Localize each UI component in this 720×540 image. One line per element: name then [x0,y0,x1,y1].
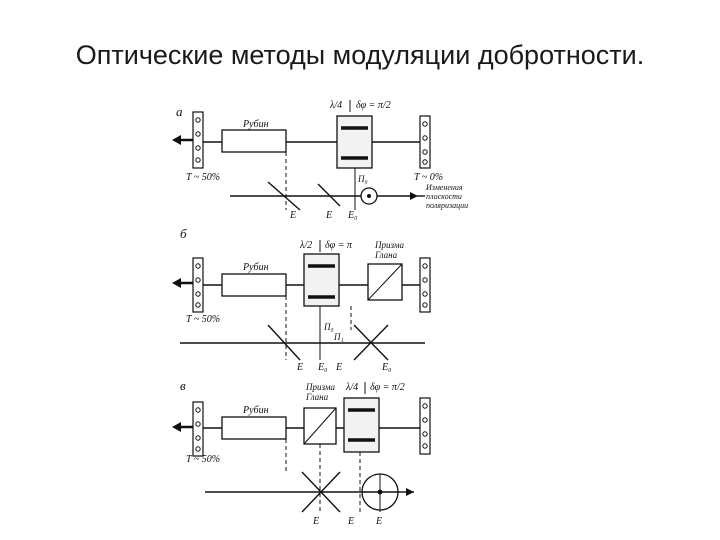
panel-b-e-label-3: E [335,362,342,373]
panel-a-rod-label: Рубин [242,119,269,130]
panel-b-ruby-rod [221,273,287,297]
panel-c-cell-label: λ/4 [345,382,358,393]
panel-c-phase-label: δφ = π/2 [370,382,405,393]
panel-b: б Рубин λ/2 δφ = π Призма Глана [172,226,431,373]
slide-title: Оптические методы модуляции добротности. [75,40,645,70]
panel-a-polarizer-label: П₀ [357,174,368,184]
panel-c-e-vector-2 [301,471,341,513]
panel-c-output-arrow [172,422,193,432]
panel-a-e-vector-1 [267,181,301,211]
panel-c-ruby-rod [221,416,287,440]
panel-b-cell-label: λ/2 [299,240,312,251]
panel-a-e-label-2: E [325,210,332,221]
panel-b-rod-label: Рубин [242,262,269,273]
panel-b-glan-prism [367,263,403,301]
panel-a-phase-label: δφ = π/2 [356,100,391,111]
panel-a-e-label-1: E [289,210,296,221]
panel-a-t-left: T ~ 50% [186,172,220,183]
panel-c-e-label-1: E [312,516,319,527]
panel-b-right-mirror [419,257,431,313]
panel-c-t-left: T ~ 50% [186,454,220,465]
panel-b-prism-label-1: Призма [374,240,405,250]
panel-c-prism-label-1: Призма [305,382,336,392]
panel-b-letter: б [180,226,187,241]
panel-c-e-label-2: E [347,516,354,527]
panel-a-ruby-rod [221,129,287,153]
panel-a-t-right: T ~ 0% [414,172,443,183]
panel-a-output-arrow [172,135,193,145]
panel-a: а Рубин λ/4 δφ = π/2 T ~ 50 [172,100,468,221]
panel-b-e-vector-3 [353,324,389,361]
panel-c-rod-label: Рубин [242,405,269,416]
panel-a-left-mirror [192,111,204,169]
panel-a-note-3: поляризации [426,201,468,210]
panel-c-glan-prism [303,407,337,445]
panel-c-left-mirror [192,401,204,457]
panel-b-polarizer-label: П₀ [323,322,334,332]
panel-a-right-mirror [419,115,431,169]
panel-b-output-arrow [172,278,193,288]
panel-b-t-left: T ~ 50% [186,314,220,325]
panel-b-left-mirror [192,257,204,313]
panel-c-e-label-3: E [375,516,382,527]
panel-b-pockels-cell [303,253,340,307]
panel-b-polarizer2-label: П₁ [333,332,344,342]
panel-b-prism-label-2: Глана [374,250,398,260]
panel-a-e-label-3: E₀ [347,210,358,221]
panel-a-note-1: Изменения [425,183,463,192]
panel-a-e-vector-2 [317,183,341,207]
panel-b-phase-label: δφ = π [325,240,353,251]
panel-a-letter: а [176,104,183,119]
panel-b-e-label-1: E [296,362,303,373]
panel-b-e-label-2: E₀ [317,362,328,373]
panel-a-pockels-cell [336,115,373,169]
panel-c: в Рубин Призма Глана λ/4 δφ = π/2 [172,378,431,527]
panel-a-cell-label: λ/4 [329,100,342,111]
panel-c-letter: в [180,378,186,393]
panel-c-prism-label-2: Глана [305,392,329,402]
panel-b-e-vector-1 [267,324,301,361]
panel-c-right-mirror [419,397,431,455]
panel-c-pockels-cell [343,397,380,453]
panel-a-note-2: плоскости [426,192,462,201]
panel-b-e-label-4: E₀ [381,362,392,373]
